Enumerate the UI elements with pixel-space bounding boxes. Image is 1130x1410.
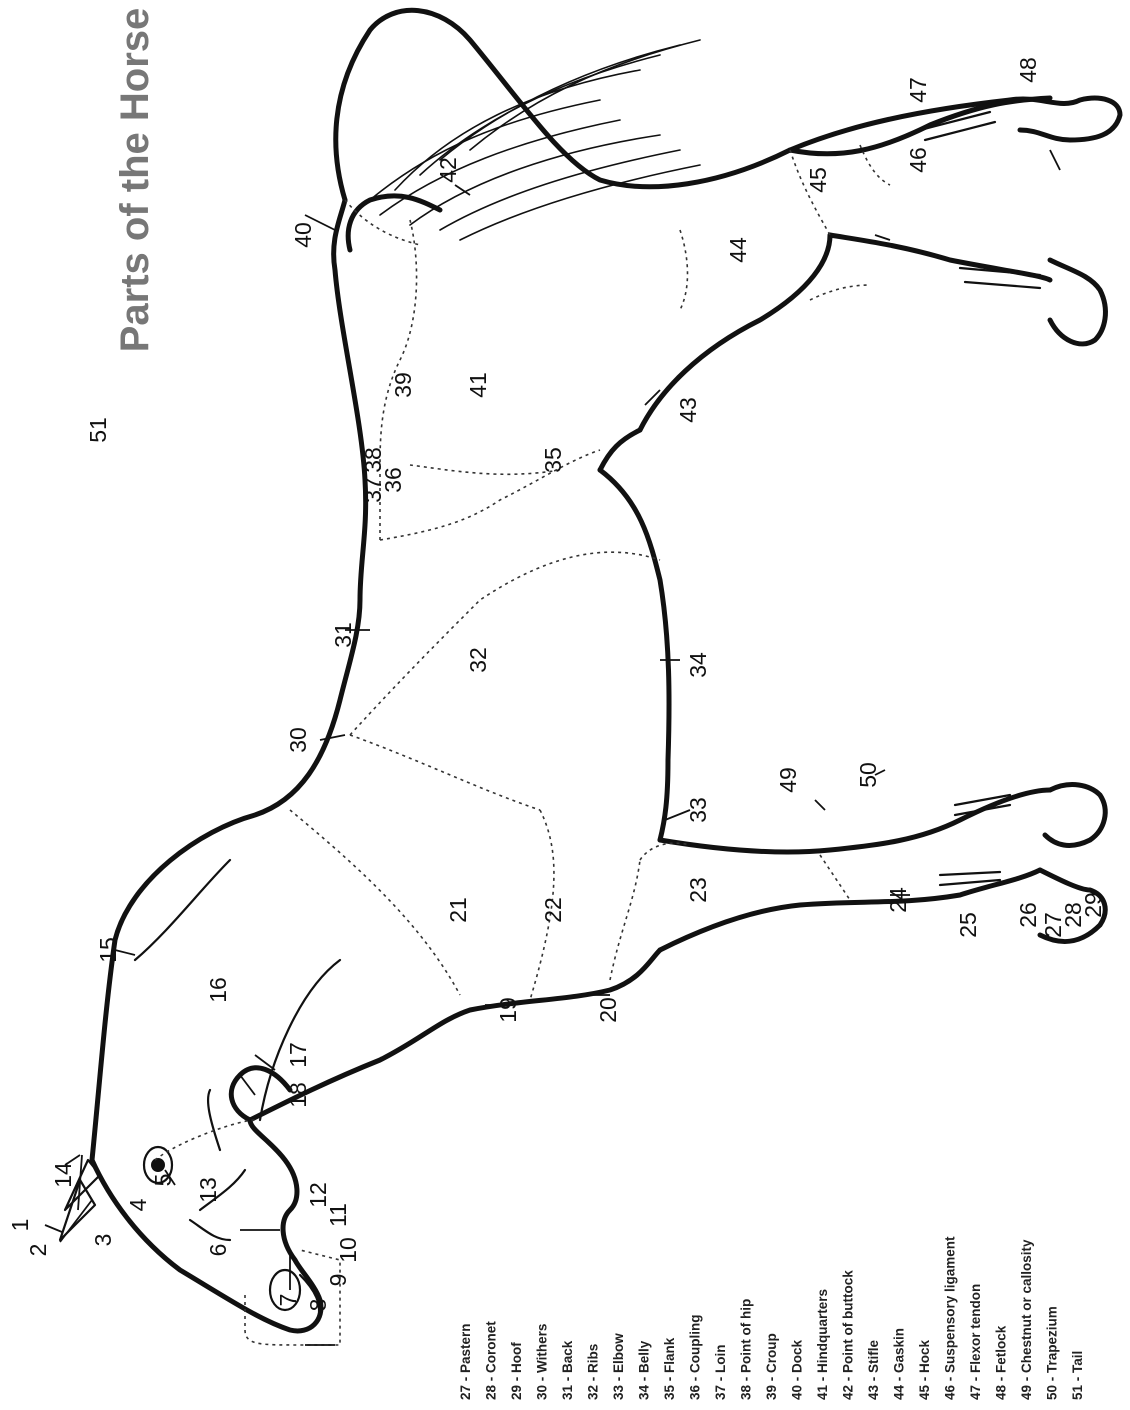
part-number-39: 39 [390,372,416,398]
forehoof-rear [1045,785,1105,846]
hind-hoof-rear [1010,98,1120,140]
legend-entry: 36 - Coupling [688,1315,703,1401]
part-number-44: 44 [725,237,751,263]
legend-entry: 47 - Flexor tendon [968,1284,983,1400]
part-number-4: 4 [125,1198,151,1211]
hind-leg-front [640,235,1050,430]
horse-outline [92,10,1120,1331]
part-number-50: 50 [855,762,881,788]
neck-detail [208,1090,220,1150]
part-number-15: 15 [95,937,121,963]
part-number-29: 29 [1080,892,1106,918]
legend-entry: 32 - Ribs [586,1344,601,1400]
part-number-23: 23 [685,877,711,903]
horse-details [60,40,1040,1318]
part-number-34: 34 [685,652,711,678]
part-number-25: 25 [955,912,981,938]
part-number-46: 46 [905,147,931,173]
legend-entry: 28 - Coronet [484,1321,499,1400]
part-number-41: 41 [465,372,491,398]
tail-hair [370,40,700,240]
part-number-51: 51 [85,417,111,443]
tendon-detail [940,872,1000,875]
leader-lines [45,150,1060,1345]
part-number-5: 5 [150,1174,176,1187]
belly-outline [600,470,669,840]
legend-entry: 33 - Elbow [611,1333,626,1400]
face-detail [190,1220,230,1240]
part-number-24: 24 [885,887,911,913]
part-number-2: 2 [25,1244,51,1257]
part-number-21: 21 [445,897,471,923]
legend-entry: 37 - Loin [713,1344,728,1400]
part-number-9: 9 [325,1274,351,1287]
legend-entry: 49 - Chestnut or callosity [1019,1239,1034,1400]
legend-entry: 27 - Pastern [458,1323,473,1400]
part-number-37: 37 [360,477,386,503]
region-boundaries [155,145,890,1345]
hind-hoof-front [1050,260,1105,344]
legend-entry: 29 - Hoof [509,1342,524,1400]
part-number-8: 8 [305,1299,331,1312]
legend: 27 - Pastern 28 - Coronet 29 - Hoof 30 - Wi… [458,1236,1085,1400]
part-number-31: 31 [330,622,356,648]
chest-outline [250,950,660,1120]
part-number-38: 38 [360,447,386,473]
part-number-3: 3 [90,1234,116,1247]
part-number-48: 48 [1015,57,1041,83]
part-number-35: 35 [540,447,566,473]
dock-outline [348,196,440,250]
part-number-10: 10 [335,1237,361,1263]
part-number-32: 32 [465,647,491,673]
part-number-40: 40 [290,222,316,248]
legend-entry: 41 - Hindquarters [815,1289,830,1400]
part-number-17: 17 [285,1042,311,1068]
part-number-6: 6 [205,1244,231,1257]
flank-outline [600,430,640,470]
legend-entry: 45 - Hock [917,1339,932,1400]
part-number-14: 14 [50,1162,76,1188]
tendon-detail [955,805,1010,815]
part-number-45: 45 [805,167,831,193]
hind-leg-rear [790,98,1050,154]
part-number-12: 12 [305,1182,331,1208]
legend-entry: 46 - Suspensory ligament [943,1236,958,1400]
part-number-19: 19 [495,997,521,1023]
legend-entry: 39 - Croup [764,1333,779,1400]
legend-entry: 40 - Dock [790,1339,805,1400]
legend-entry: 35 - Flank [662,1337,677,1400]
legend-entry: 30 - Withers [535,1324,550,1400]
legend-entry: 43 - Stifle [866,1339,881,1400]
part-number-18: 18 [285,1082,311,1108]
part-number-49: 49 [775,767,801,793]
part-number-26: 26 [1015,902,1041,928]
legend-entry: 38 - Point of hip [739,1299,754,1400]
part-number-20: 20 [595,997,621,1023]
part-number-13: 13 [195,1177,221,1203]
mane-detail [135,860,230,960]
tendon-detail [965,282,1040,288]
part-number-30: 30 [285,727,311,753]
legend-entry: 48 - Fetlock [994,1325,1009,1400]
diagram-title: Parts of the Horse [113,8,157,353]
part-number-1: 1 [7,1219,33,1232]
legend-entry: 50 - Trapezium [1045,1306,1060,1400]
legend-entry: 42 - Point of buttock [841,1270,856,1400]
legend-entry: 34 - Belly [637,1340,652,1400]
part-number-33: 33 [685,797,711,823]
legend-entry: 51 - Tail [1070,1351,1085,1400]
legend-entry: 44 - Gaskin [892,1328,907,1400]
part-number-7: 7 [275,1294,301,1307]
part-number-47: 47 [905,77,931,103]
eye-pupil [151,1158,165,1172]
part-number-22: 22 [540,897,566,923]
part-number-43: 43 [675,397,701,423]
legend-entry: 31 - Back [560,1340,575,1400]
part-number-16: 16 [205,977,231,1003]
part-number-42: 42 [435,157,461,183]
